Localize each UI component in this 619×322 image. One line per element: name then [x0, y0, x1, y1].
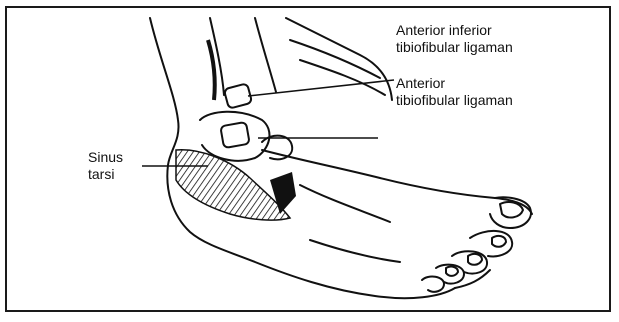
label-line: Anterior inferior	[396, 22, 513, 39]
foot-dorsum	[262, 150, 532, 214]
tendon-shade	[208, 40, 215, 100]
label-anterior-inferior-tibiofibular-ligament: Anterior inferior tibiofibular ligaman	[396, 22, 513, 56]
label-sinus-tarsi: Sinus tarsi	[88, 149, 123, 183]
label-line: Anterior	[396, 75, 513, 92]
toe-3-nail	[468, 254, 482, 265]
label-line: Sinus	[88, 149, 123, 166]
ankle-joint	[200, 112, 269, 161]
label-line: tibiofibular ligaman	[396, 92, 513, 109]
label-anterior-tibiofibular-ligament: Anterior tibiofibular ligaman	[396, 75, 513, 109]
label-line: tarsi	[88, 166, 123, 183]
crease-1	[300, 185, 390, 222]
ligament-lower	[220, 122, 249, 148]
ligament-upper	[224, 83, 252, 109]
toe-2-nail	[492, 236, 506, 247]
crease-2	[310, 240, 400, 262]
toe-4-nail	[446, 267, 458, 276]
label-line: tibiofibular ligaman	[396, 39, 513, 56]
tendon-contour-2	[300, 60, 385, 95]
big-toe-nail	[500, 202, 523, 217]
toe-5	[422, 277, 444, 292]
fibula-contour	[255, 18, 276, 92]
